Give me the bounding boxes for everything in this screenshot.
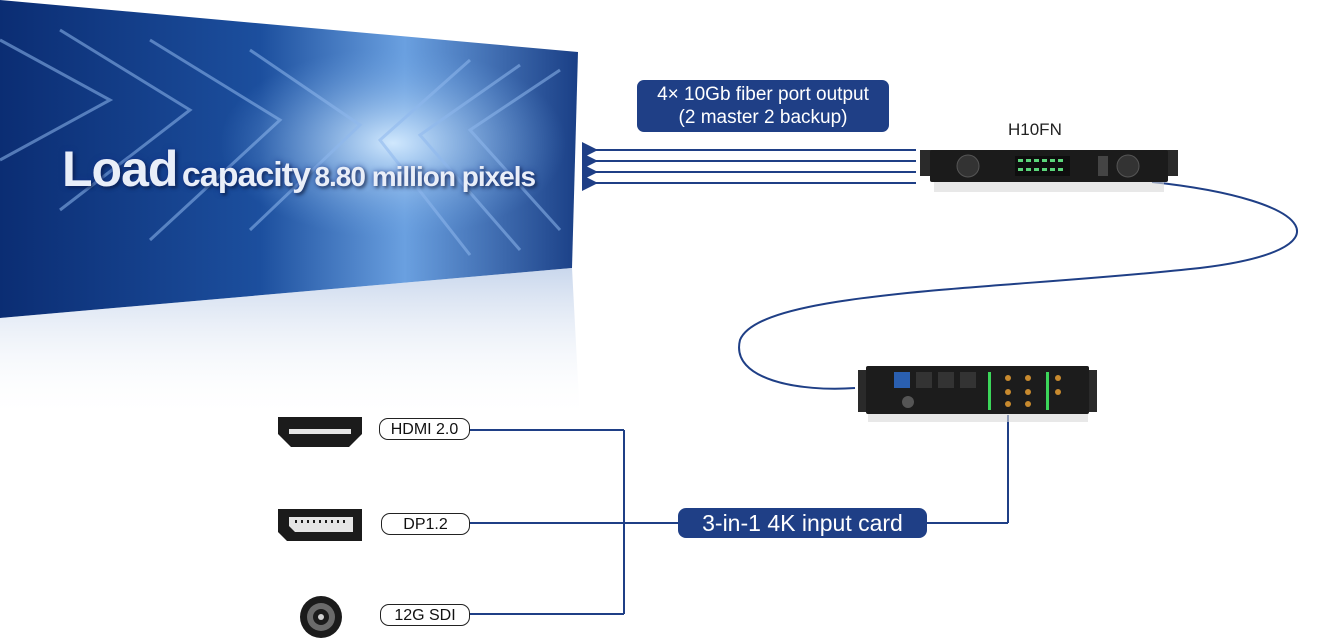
capacity-word: capacity (181, 156, 311, 194)
fiber-output-label: 4× 10Gb fiber port output (2 master 2 ba… (637, 80, 889, 132)
fiber-output-lines (582, 142, 916, 191)
fiber-output-line1: 4× 10Gb fiber port output (657, 84, 869, 105)
led-screen-graphic (0, 0, 580, 420)
port-label-dp: DP1.2 (381, 513, 470, 535)
pixel-capacity: 8.80 million pixels (314, 161, 536, 192)
hdmi-port-icon (278, 417, 362, 447)
input-card-label: 3-in-1 4K input card (678, 508, 927, 538)
led-screen (0, 0, 580, 420)
load-capacity-text: Load capacity 8.80 million pixels (62, 140, 536, 198)
input-card-device-icon (858, 366, 1097, 422)
device-link-cable (738, 181, 1298, 390)
fiber-output-line2: (2 master 2 backup) (678, 107, 848, 128)
device-name: H10FN (1008, 120, 1062, 139)
port-label-hdmi: HDMI 2.0 (379, 418, 470, 440)
h10fn-device-icon (920, 150, 1178, 192)
input-lines (470, 415, 1009, 615)
port-label-sdi: 12G SDI (380, 604, 470, 626)
bnc-sdi-icon (300, 596, 342, 638)
displayport-icon (278, 509, 362, 541)
load-word: Load (62, 141, 178, 197)
